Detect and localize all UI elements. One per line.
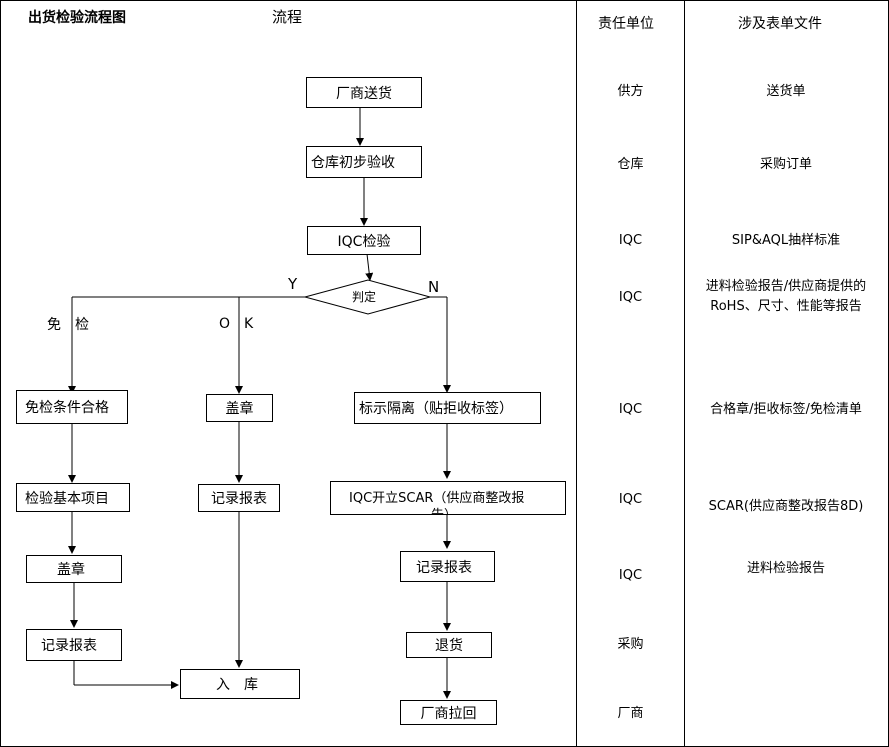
scar-text-line1: IQC开立SCAR（供应商整改报 [349,491,525,506]
form-sampling-standard: SIP&AQL抽样标准 [731,233,841,248]
form-purchase-order: 采购订单 [759,157,812,172]
form-scar: SCAR(供应商整改报告8D) [708,499,864,514]
form-stamps-labels: 合格章/拒收标签/免检清单 [710,402,862,417]
decision-label: 判定 [352,290,377,304]
return-goods-box: 退货 [406,632,492,658]
column-divider-responsibility [576,0,577,747]
resp-manufacturer: 厂商 [617,706,644,721]
column-divider-forms [684,0,685,747]
label-ok: O K [219,316,254,332]
label-no: N [428,278,440,296]
isolate-box: 标示隔离（贴拒收标签） [354,392,541,424]
exempt-ok-box: 免检条件合格 [16,390,128,424]
supplier-delivery-box: 厂商送货 [306,77,422,108]
resp-supplier: 供方 [617,84,644,99]
form-inspection-report-line2: RoHS、尺寸、性能等报告 [710,299,862,314]
warehouse-check-box: 仓库初步验收 [306,146,422,178]
record-right-box: 记录报表 [400,551,495,582]
iqc-inspect-box: IQC检验 [307,226,421,255]
document-title: 出货检验流程图 [28,10,126,26]
resp-iqc-4: IQC [618,492,643,507]
stamp-left-box: 盖章 [26,555,122,583]
scar-box: IQC开立SCAR（供应商整改报 告） [330,481,566,515]
form-incoming-report: 进料检验报告 [746,561,825,576]
record-left-box: 记录报表 [26,629,122,661]
label-yes: Y [288,275,298,293]
resp-warehouse: 仓库 [617,157,644,172]
resp-iqc-5: IQC [618,568,643,583]
flow-column-title: 流程 [272,8,303,26]
resp-iqc-1: IQC [618,233,643,248]
resp-purchasing: 采购 [617,637,644,652]
form-delivery-note: 送货单 [766,84,806,99]
forms-column-title: 涉及表单文件 [738,16,822,32]
resp-iqc-3: IQC [618,402,643,417]
form-inspection-report-line1: 进料检验报告/供应商提供的 [705,279,867,294]
responsibility-column-title: 责任单位 [598,16,654,32]
decision-diamond [303,279,432,315]
stamp-mid-box: 盖章 [206,394,273,422]
scar-text-line2: 告） [431,504,457,514]
supplier-return-box: 厂商拉回 [400,700,497,725]
label-exempt: 免 检 [47,317,89,333]
record-mid-box: 记录报表 [198,484,280,512]
basic-items-box: 检验基本项目 [16,483,130,512]
resp-iqc-2: IQC [618,290,643,305]
warehouse-in-box: 入 库 [180,669,300,699]
